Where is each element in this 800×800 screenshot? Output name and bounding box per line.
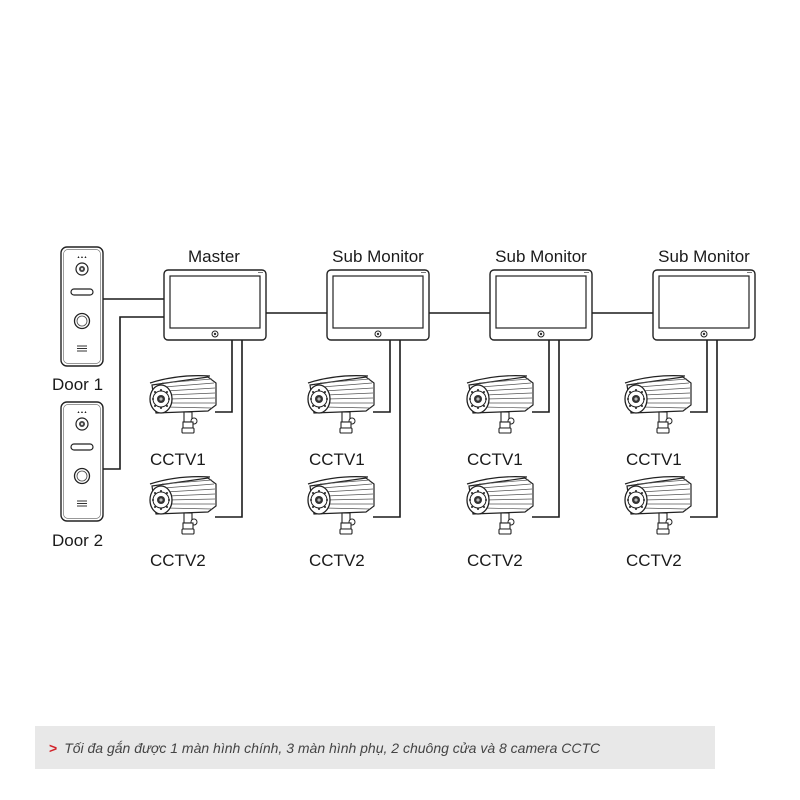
cctv2-wire-4 bbox=[690, 340, 718, 518]
cctv1-label-3: CCTV1 bbox=[467, 450, 523, 469]
monitor-4-label: Sub Monitor bbox=[658, 247, 750, 266]
cctv2-camera-3 bbox=[466, 475, 534, 535]
cctv1-wire-1 bbox=[215, 340, 233, 413]
door-2-label: Door 2 bbox=[52, 531, 103, 550]
cctv2-label-3: CCTV2 bbox=[467, 551, 523, 570]
cctv2-label-2: CCTV2 bbox=[309, 551, 365, 570]
door-1-label: Door 1 bbox=[52, 375, 103, 394]
cctv2-camera-4 bbox=[624, 475, 692, 535]
monitor-sub-1 bbox=[326, 269, 430, 341]
cctv1-camera-4 bbox=[624, 374, 692, 434]
cctv2-wire-2 bbox=[373, 340, 401, 518]
monitor-master bbox=[163, 269, 267, 341]
cctv1-wire-4 bbox=[690, 340, 708, 413]
cctv2-wire-1 bbox=[215, 340, 243, 518]
cctv2-camera-1 bbox=[149, 475, 217, 535]
door-station-2 bbox=[60, 401, 104, 522]
cctv1-camera-3 bbox=[466, 374, 534, 434]
monitor-2-label: Sub Monitor bbox=[332, 247, 424, 266]
monitor-3-label: Sub Monitor bbox=[495, 247, 587, 266]
cctv1-label-4: CCTV1 bbox=[626, 450, 682, 469]
cctv1-wire-3 bbox=[532, 340, 550, 413]
cctv1-label-1: CCTV1 bbox=[150, 450, 206, 469]
door2-wire bbox=[103, 316, 166, 470]
cctv1-camera-1 bbox=[149, 374, 217, 434]
cctv2-wire-3 bbox=[532, 340, 560, 518]
monitor-sub-3 bbox=[652, 269, 756, 341]
cctv2-camera-2 bbox=[307, 475, 375, 535]
wiring bbox=[103, 298, 718, 518]
door-station-1 bbox=[60, 246, 104, 367]
monitor-sub-2 bbox=[489, 269, 593, 341]
caption-text: Tối đa gắn được 1 màn hình chính, 3 màn … bbox=[64, 739, 601, 756]
cctv2-label-4: CCTV2 bbox=[626, 551, 682, 570]
cctv1-wire-2 bbox=[373, 340, 391, 413]
cctv2-label-1: CCTV2 bbox=[150, 551, 206, 570]
caption-bar: > Tối đa gắn được 1 màn hình chính, 3 mà… bbox=[35, 726, 715, 769]
monitor-1-label: Master bbox=[188, 247, 240, 266]
cctv1-label-2: CCTV1 bbox=[309, 450, 365, 469]
cctv1-camera-2 bbox=[307, 374, 375, 434]
caption-arrow-icon: > bbox=[49, 739, 58, 756]
